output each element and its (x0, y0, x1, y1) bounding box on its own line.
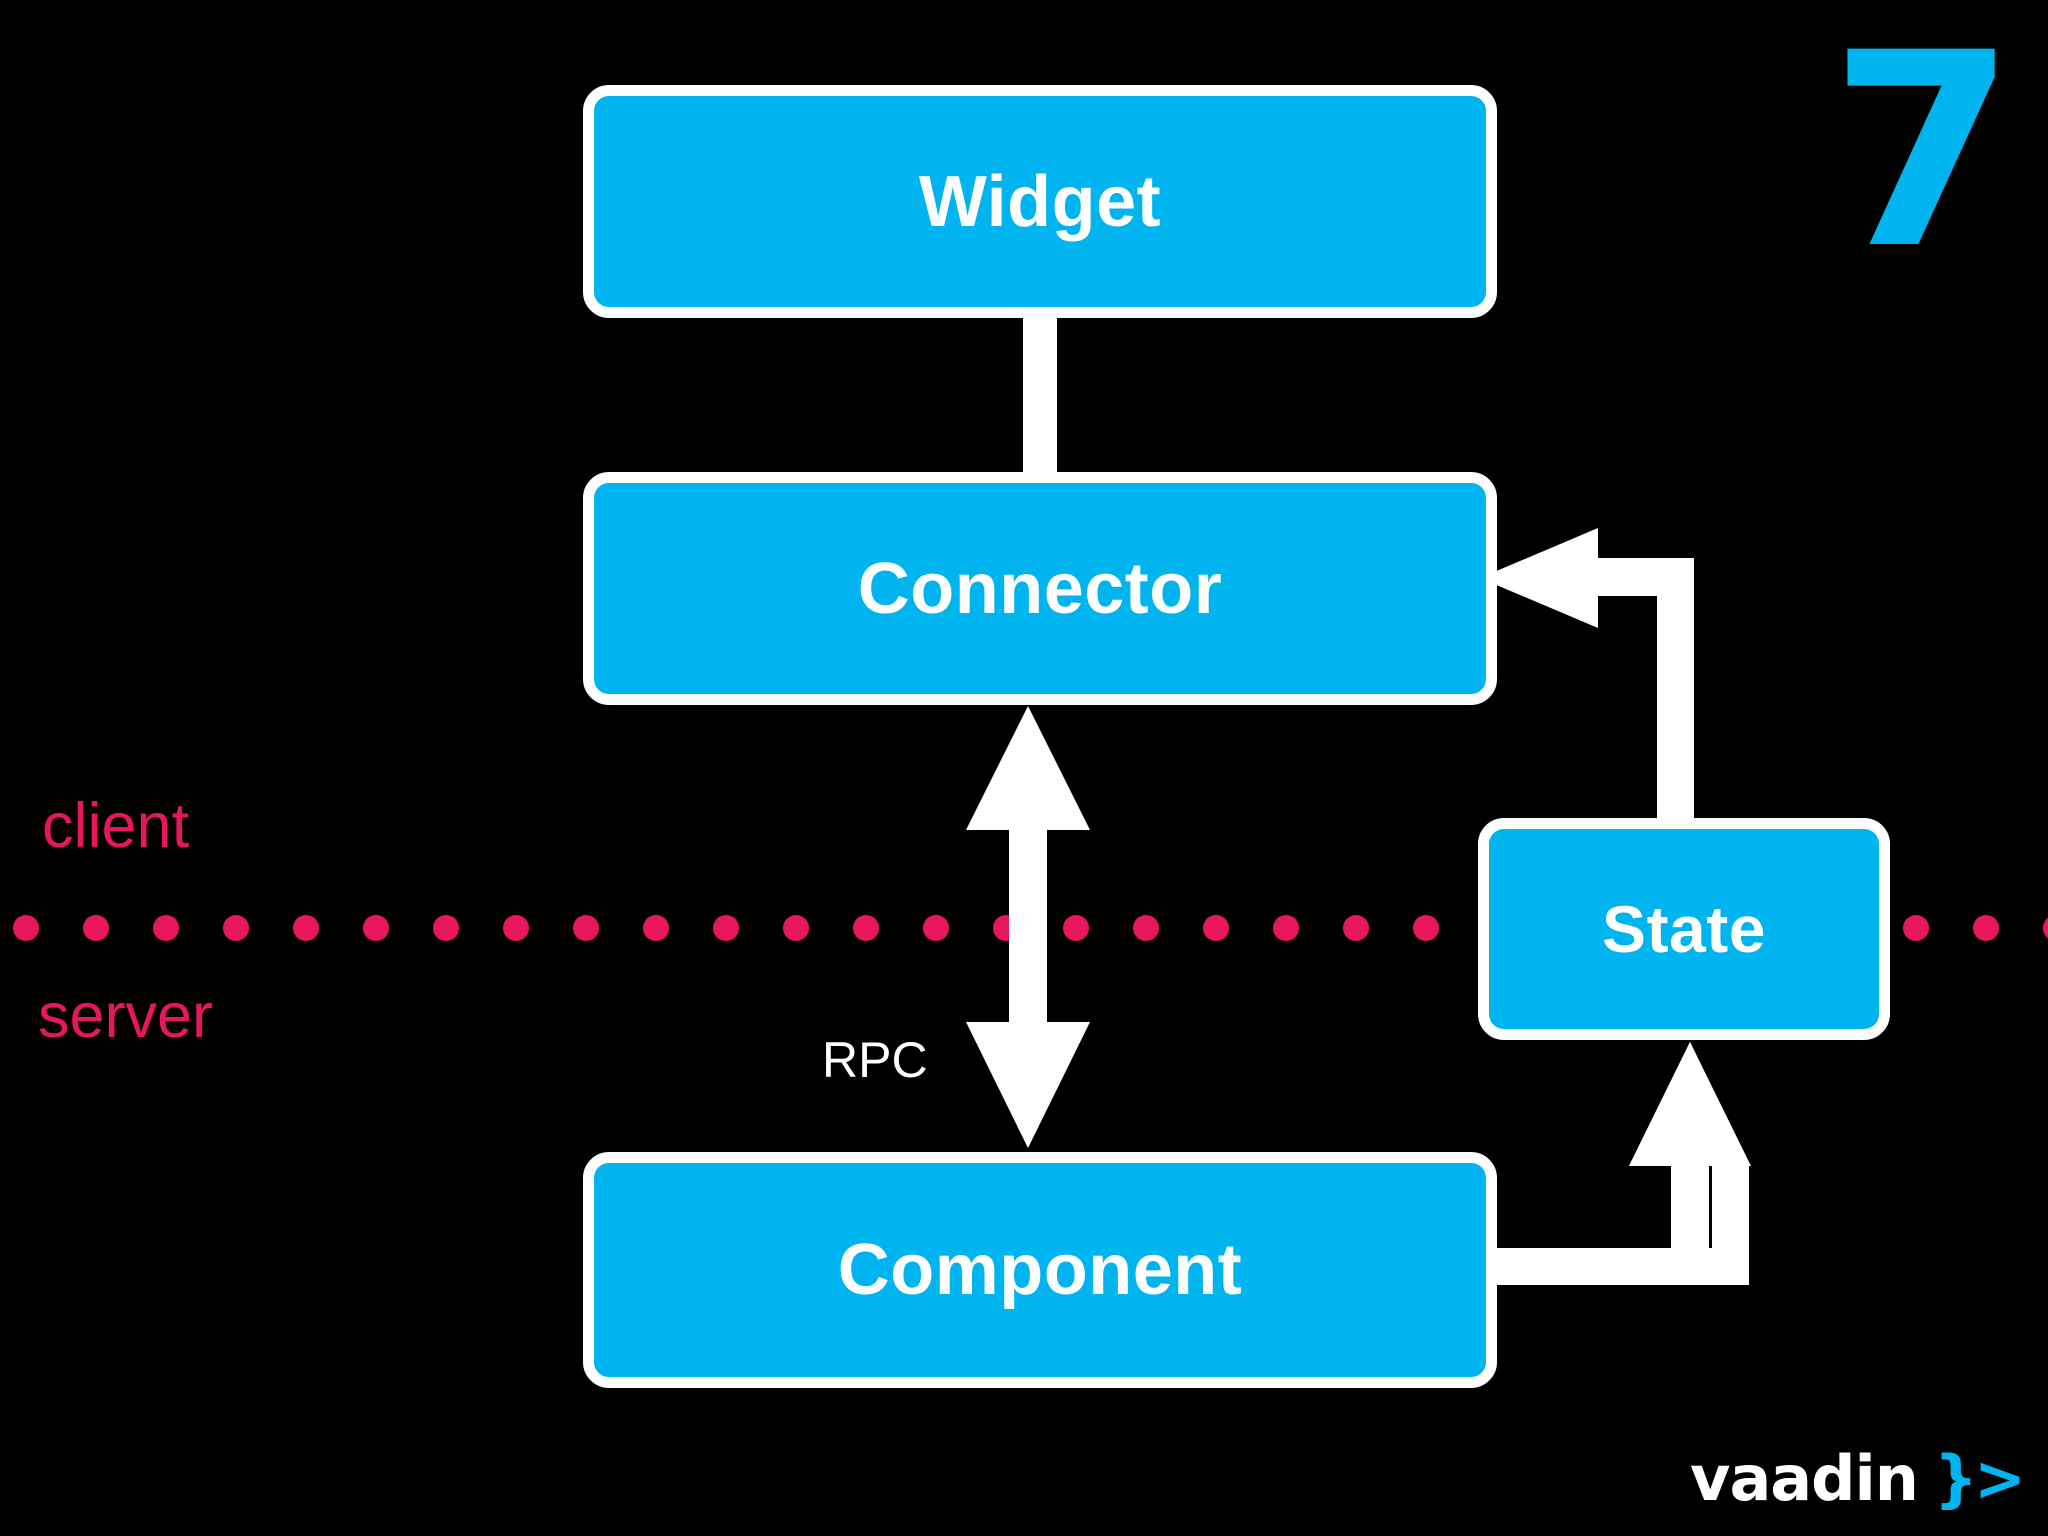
node-connector-label: Connector (857, 548, 1223, 629)
divider-dot (363, 915, 389, 941)
node-connector[interactable]: Connector (583, 472, 1497, 705)
divider-dot (1343, 915, 1369, 941)
node-state[interactable]: State (1478, 818, 1890, 1040)
divider-dot (13, 915, 39, 941)
slide-number: 7 (1829, 0, 2016, 308)
node-component[interactable]: Component (583, 1152, 1497, 1388)
vaadin-bracket-icon: }> (1933, 1442, 2026, 1515)
divider-dot (503, 915, 529, 941)
divider-dot (293, 915, 319, 941)
divider-dot (643, 915, 669, 941)
divider-dot (1903, 915, 1929, 941)
edge-widget-connector (1023, 310, 1057, 480)
divider-dot (783, 915, 809, 941)
divider-dot (853, 915, 879, 941)
divider-dot (1133, 915, 1159, 941)
edge-component-state-arrow (1497, 1042, 1751, 1285)
divider-dot (1973, 915, 1999, 941)
node-state-label: State (1602, 892, 1766, 966)
divider-dot (1273, 915, 1299, 941)
divider-dot (1063, 915, 1089, 941)
divider-dot (923, 915, 949, 941)
divider-dot (223, 915, 249, 941)
tier-label-client: client (42, 791, 190, 861)
vaadin-logo: vaadin }> (1690, 1442, 2026, 1515)
divider-dot (713, 915, 739, 941)
node-widget-label: Widget (918, 161, 1162, 242)
divider-dot (993, 915, 1019, 941)
divider-dot (433, 915, 459, 941)
node-widget[interactable]: Widget (583, 85, 1497, 318)
edge-label-rpc: RPC (822, 1032, 928, 1088)
divider-dot (573, 915, 599, 941)
divider-dot (153, 915, 179, 941)
node-component-label: Component (837, 1230, 1243, 1310)
divider-dot (83, 915, 109, 941)
edge-state-connector-arrow (1480, 528, 1694, 820)
divider-dot (1203, 915, 1229, 941)
divider-dot (1413, 915, 1439, 941)
vaadin-wordmark: vaadin (1690, 1442, 1919, 1515)
divider-dot (2043, 915, 2048, 941)
tier-label-server: server (38, 981, 214, 1051)
